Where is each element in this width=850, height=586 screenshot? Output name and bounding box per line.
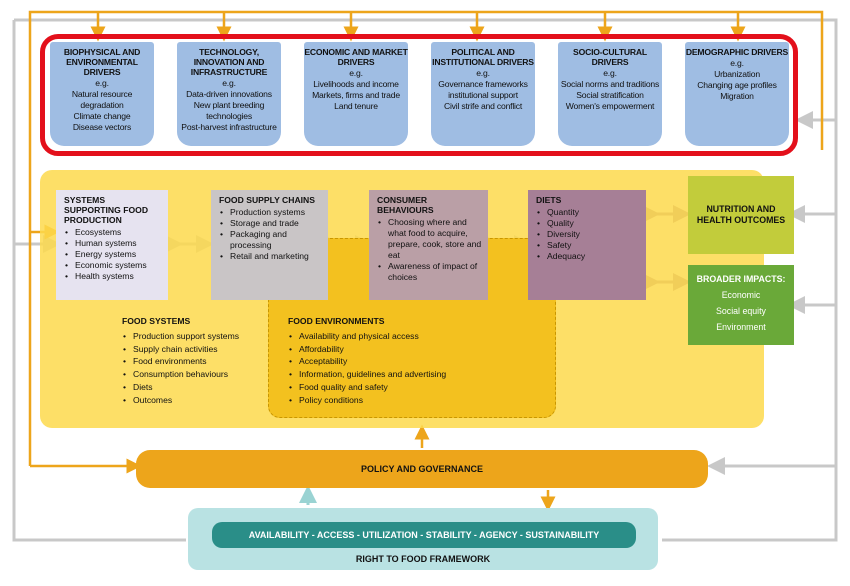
box-title: Diets bbox=[536, 195, 562, 205]
list-item: Diets bbox=[123, 381, 262, 394]
pillars-label: Availability - Access - Utilization - St… bbox=[248, 530, 600, 540]
driver-examples: Livelihoods and income Markets, firms an… bbox=[312, 79, 400, 111]
nutrition-health-outcomes-box: Nutrition and health outcomes bbox=[688, 176, 794, 254]
policy-label: Policy and governance bbox=[360, 464, 483, 474]
list-item: Storage and trade bbox=[220, 218, 324, 229]
driver-title: Socio-cultural drivers bbox=[573, 47, 647, 67]
driver-examples: Data-driven innovations New plant breedi… bbox=[181, 89, 277, 132]
driver-biophysical: Biophysical and environmental drivers e.… bbox=[50, 42, 154, 146]
driver-title: Demographic drivers bbox=[685, 47, 789, 57]
list-item: Adequacy bbox=[537, 251, 642, 262]
list-item: Health systems bbox=[65, 271, 164, 282]
bullet-list: Availability and physical access Afforda… bbox=[288, 330, 548, 407]
right-to-food-label: Right to food framework bbox=[355, 554, 491, 564]
driver-eg: e.g. bbox=[476, 68, 490, 78]
list-item: Quality bbox=[537, 218, 642, 229]
list-item: Availability and physical access bbox=[289, 330, 548, 343]
list-item: Packaging and processing bbox=[220, 229, 324, 251]
consumer-behaviours-box: Consumer behaviours Choosing where and w… bbox=[369, 190, 488, 300]
box-title: Nutrition and health outcomes bbox=[696, 204, 786, 225]
driver-eg: e.g. bbox=[222, 78, 236, 88]
driver-title: Political and institutional drivers bbox=[432, 47, 534, 67]
list-item: Environment bbox=[716, 322, 766, 332]
driver-title: Economic and market drivers bbox=[304, 47, 408, 67]
box-title: Broader impacts: bbox=[696, 274, 786, 284]
list-item: Food quality and safety bbox=[289, 381, 548, 394]
list-item: Production systems bbox=[220, 207, 324, 218]
driver-examples: Social norms and traditions Social strat… bbox=[560, 79, 660, 111]
driver-eg: e.g. bbox=[95, 78, 109, 88]
driver-examples: Natural resource degradation Climate cha… bbox=[71, 89, 133, 132]
right-to-food-pillars: Availability - Access - Utilization - St… bbox=[212, 522, 636, 548]
food-systems-list: Food systems Production support systems … bbox=[122, 315, 262, 407]
systems-supporting-food-production-box: Systems supporting food production Ecosy… bbox=[56, 190, 168, 300]
box-title: Systems supporting food production bbox=[64, 195, 149, 225]
driver-socio-cultural: Socio-cultural drivers e.g. Social norms… bbox=[558, 42, 662, 146]
driver-eg: e.g. bbox=[349, 68, 363, 78]
food-environments-list: Food environments Availability and physi… bbox=[288, 315, 548, 407]
list-item: Production support systems bbox=[123, 330, 262, 343]
list-item: Energy systems bbox=[65, 249, 164, 260]
list-item: Retail and marketing bbox=[220, 251, 324, 262]
list-item: Acceptability bbox=[289, 355, 548, 368]
list-item: Ecosystems bbox=[65, 227, 164, 238]
driver-eg: e.g. bbox=[730, 58, 744, 68]
driver-economic: Economic and market drivers e.g. Livelih… bbox=[304, 42, 408, 146]
driver-title: Biophysical and environmental drivers bbox=[63, 47, 141, 77]
driver-examples: Governance frameworks institutional supp… bbox=[438, 79, 528, 111]
policy-and-governance-bar: Policy and governance bbox=[136, 450, 708, 488]
food-supply-chains-box: Food supply chains Production systems St… bbox=[211, 190, 328, 300]
broader-impacts-box: Broader impacts: Economic Social equity … bbox=[688, 265, 794, 345]
list-item: Safety bbox=[537, 240, 642, 251]
list-item: Information, guidelines and advertising bbox=[289, 368, 548, 381]
driver-examples: Urbanization Changing age profiles Migra… bbox=[697, 69, 777, 101]
list-item: Affordability bbox=[289, 343, 548, 356]
list-item: Awareness of impact of choices bbox=[378, 261, 484, 283]
list-item: Supply chain activities bbox=[123, 343, 262, 356]
driver-eg: e.g. bbox=[603, 68, 617, 78]
list-item: Human systems bbox=[65, 238, 164, 249]
list-item: Consumption behaviours bbox=[123, 368, 262, 381]
orange-drivers-loop bbox=[28, 10, 824, 512]
diets-box: Diets Quantity Quality Diversity Safety … bbox=[528, 190, 646, 300]
grey-feedback-loop bbox=[12, 18, 838, 542]
driver-demographic: Demographic drivers e.g. Urbanization Ch… bbox=[685, 42, 789, 146]
list-item: Food environments bbox=[123, 355, 262, 368]
box-list: Production systems Storage and trade Pac… bbox=[219, 207, 324, 262]
driver-political: Political and institutional drivers e.g.… bbox=[431, 42, 535, 146]
list-title: Food environments bbox=[288, 316, 385, 326]
box-list: Choosing where and what food to acquire,… bbox=[377, 217, 484, 283]
drivers-frame bbox=[40, 34, 798, 156]
list-title: Food systems bbox=[122, 316, 191, 326]
box-title: Food supply chains bbox=[219, 195, 315, 205]
box-list: Quantity Quality Diversity Safety Adequa… bbox=[536, 207, 642, 262]
list-item: Policy conditions bbox=[289, 394, 548, 407]
driver-technology: Technology, innovation and infrastructur… bbox=[177, 42, 281, 146]
list-item: Diversity bbox=[537, 229, 642, 240]
box-list: Ecosystems Human systems Energy systems … bbox=[64, 227, 164, 282]
list-item: Choosing where and what food to acquire,… bbox=[378, 217, 484, 261]
list-item: Quantity bbox=[537, 207, 642, 218]
driver-title: Technology, innovation and infrastructur… bbox=[190, 47, 268, 77]
list-item: Social equity bbox=[716, 306, 766, 316]
bullet-list: Production support systems Supply chain … bbox=[122, 330, 262, 407]
box-title: Consumer behaviours bbox=[377, 195, 434, 215]
list-item: Outcomes bbox=[123, 394, 262, 407]
list-item: Economic systems bbox=[65, 260, 164, 271]
list-item: Economic bbox=[721, 290, 761, 300]
